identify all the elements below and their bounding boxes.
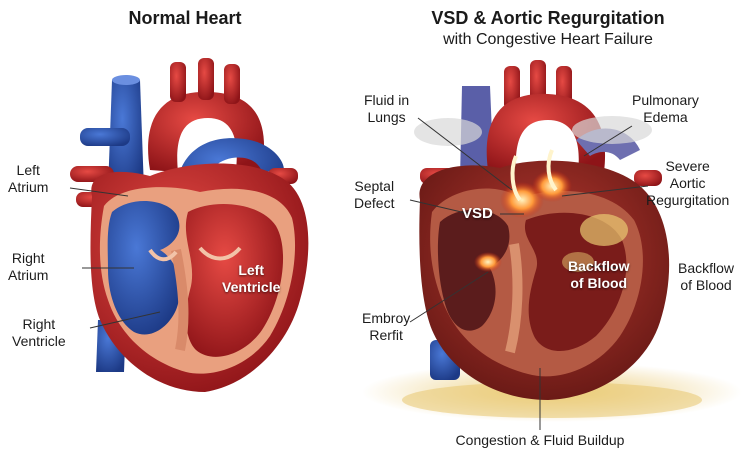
label-left-ventricle: Left Ventricle <box>222 262 280 296</box>
normal-heart <box>70 58 308 392</box>
label-congestion: Congestion & Fluid Buildup <box>430 432 650 449</box>
diseased-heart-subtitle: with Congestive Heart Failure <box>378 31 718 49</box>
label-right-ventricle: Right Ventricle <box>12 316 66 350</box>
label-backflow-inner: Backflow of Blood <box>568 258 629 292</box>
diseased-heart-title: VSD & Aortic Regurgitation <box>378 8 718 29</box>
label-severe-aortic-regurgitation: Severe Aortic Regurgitation <box>646 158 729 209</box>
normal-heart-title: Normal Heart <box>60 8 310 29</box>
label-septal-defect: Septal Defect <box>354 178 394 212</box>
label-backflow-outer: Backflow of Blood <box>678 260 734 294</box>
label-fluid-in-lungs: Fluid in Lungs <box>364 92 409 126</box>
label-right-atrium: Right Atrium <box>8 250 48 284</box>
label-pulmonary-edema: Pulmonary Edema <box>632 92 699 126</box>
label-embroy-rerfit: Embroy Rerfit <box>362 310 410 344</box>
label-left-atrium: Left Atrium <box>8 162 48 196</box>
label-vsd: VSD <box>462 205 493 222</box>
